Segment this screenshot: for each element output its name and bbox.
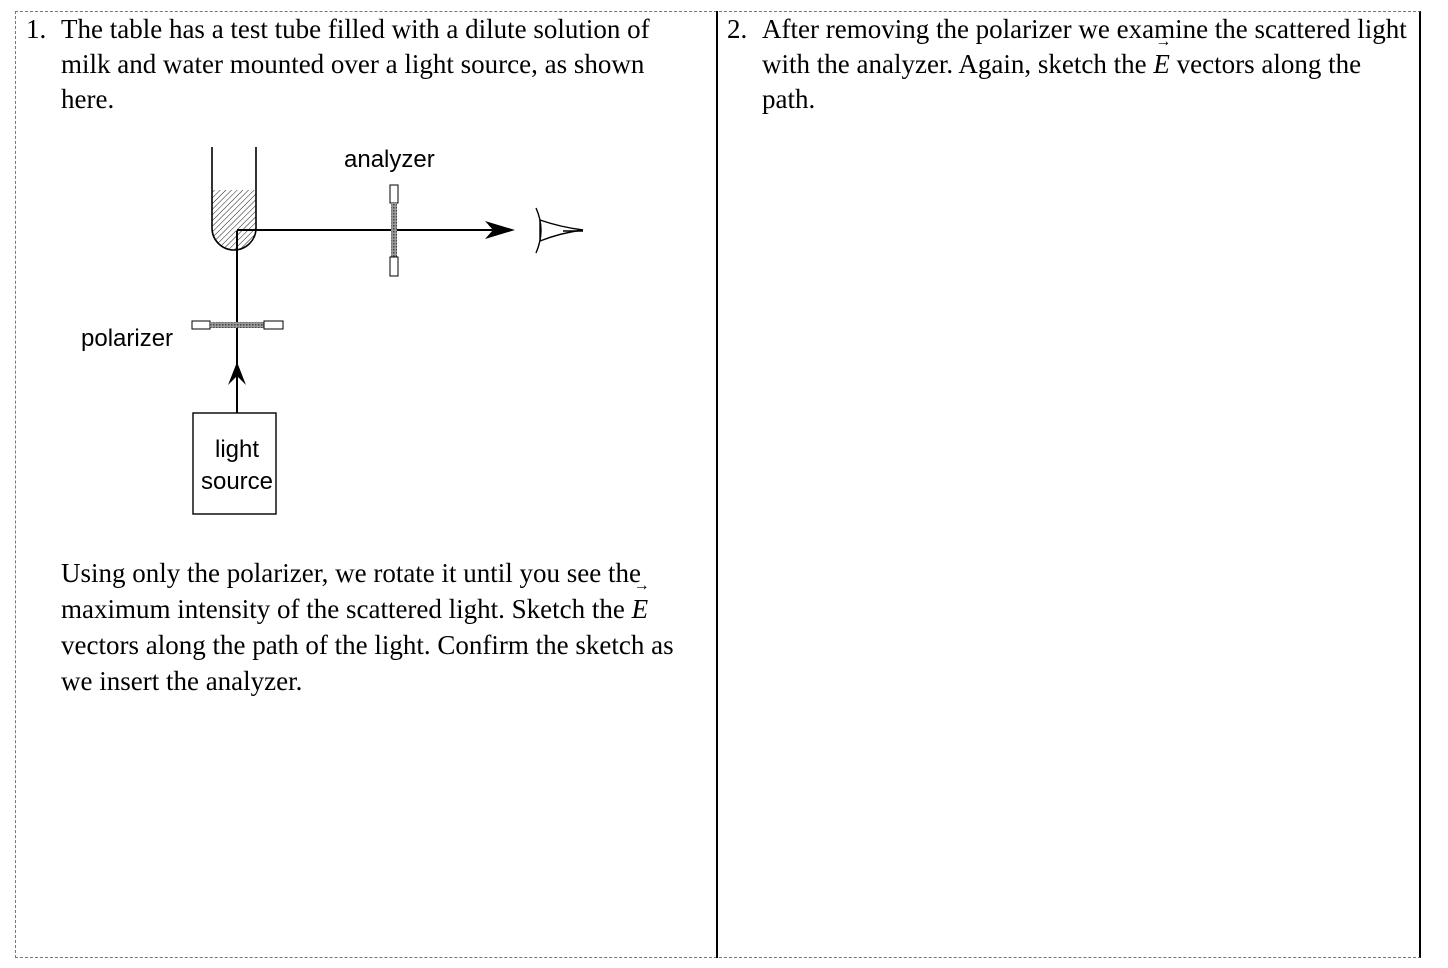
- question-2-text: After removing the polarizer we examine …: [762, 12, 1407, 117]
- e-vector-letter: E: [631, 594, 649, 624]
- question-1-instructions-part1: Using only the polarizer, we rotate it u…: [61, 558, 642, 624]
- e-vector-symbol-2: →E: [1153, 34, 1171, 82]
- light-source-label-line1: light: [215, 436, 259, 463]
- e-vector-letter-2: E: [1153, 49, 1170, 79]
- polarization-diagram: analyzer polarizer light source: [60, 135, 620, 535]
- diagram-svg: analyzer polarizer light source: [81, 146, 584, 515]
- vector-arrow-icon-2: →: [1155, 33, 1172, 50]
- up-arrow-icon: [228, 362, 246, 385]
- right-arrow-icon: [485, 221, 515, 239]
- page-frame: [15, 11, 1421, 958]
- polarizer-filter: [191, 320, 284, 330]
- question-2-number: 2.: [727, 14, 748, 44]
- eye-icon: [535, 207, 584, 254]
- analyzer-label: analyzer: [344, 146, 435, 173]
- question-1-instructions: Using only the polarizer, we rotate it u…: [61, 555, 711, 699]
- question-1: 1. The table has a test tube filled with…: [26, 12, 686, 117]
- polarizer-label: polarizer: [81, 325, 173, 352]
- light-source-label-line2: source: [201, 468, 273, 495]
- column-divider: [716, 11, 718, 958]
- test-tube: [211, 147, 257, 251]
- question-2: 2. After removing the polarizer we exami…: [727, 12, 1407, 117]
- question-2-text-part1: After removing the polarizer we examine …: [762, 14, 1407, 79]
- question-2-text-part2: vectors along the path.: [762, 49, 1362, 114]
- analyzer-filter: [389, 184, 399, 277]
- e-vector-symbol: →E: [631, 578, 650, 627]
- question-1-number: 1.: [26, 14, 47, 44]
- light-source-box: [192, 412, 277, 515]
- question-1-intro: The table has a test tube filled with a …: [61, 14, 650, 114]
- question-1-instructions-part2: vectors along the path of the light. Con…: [61, 630, 674, 696]
- vector-arrow-icon: →: [633, 577, 650, 594]
